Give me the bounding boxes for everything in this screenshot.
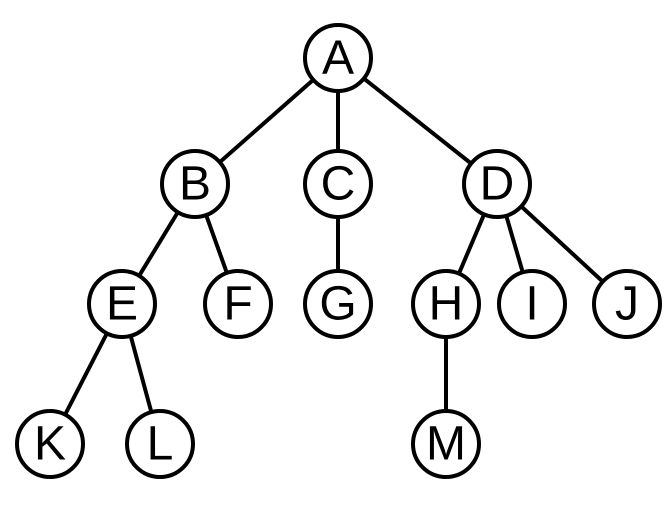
node-f-circle	[203, 269, 273, 339]
nodes-layer: A B C D E F G H	[15, 23, 662, 479]
node-b: B	[160, 149, 230, 219]
node-b-circle	[160, 149, 230, 219]
node-h: H	[411, 269, 481, 339]
node-c-label: C	[321, 158, 356, 211]
node-j: J	[592, 269, 662, 339]
node-i-label: I	[525, 278, 538, 331]
node-a: A	[303, 23, 373, 93]
node-e-label: E	[106, 278, 138, 331]
node-c-circle	[303, 149, 373, 219]
node-c: C	[303, 149, 373, 219]
node-b-label: B	[179, 158, 211, 211]
node-m: M	[411, 409, 481, 479]
node-i: I	[497, 269, 567, 339]
node-e-circle	[87, 269, 157, 339]
node-j-label: J	[615, 278, 639, 331]
node-d: D	[462, 149, 532, 219]
node-m-label: M	[426, 418, 466, 471]
node-k-label: K	[34, 418, 66, 471]
node-g: G	[303, 269, 373, 339]
node-g-label: G	[319, 278, 356, 331]
node-d-label: D	[480, 158, 515, 211]
node-i-circle	[497, 269, 567, 339]
node-m-circle	[411, 409, 481, 479]
node-f-label: F	[223, 278, 252, 331]
node-a-label: A	[322, 32, 354, 85]
node-g-circle	[303, 269, 373, 339]
node-e: E	[87, 269, 157, 339]
node-k: K	[15, 409, 85, 479]
node-l-label: L	[147, 418, 174, 471]
node-a-circle	[303, 23, 373, 93]
node-d-circle	[462, 149, 532, 219]
node-h-circle	[411, 269, 481, 339]
edges-layer	[48, 56, 629, 446]
node-k-circle	[15, 409, 85, 479]
node-h-label: H	[429, 278, 464, 331]
node-l: L	[125, 409, 195, 479]
node-l-circle	[125, 409, 195, 479]
node-f: F	[203, 269, 273, 339]
node-j-circle	[592, 269, 662, 339]
